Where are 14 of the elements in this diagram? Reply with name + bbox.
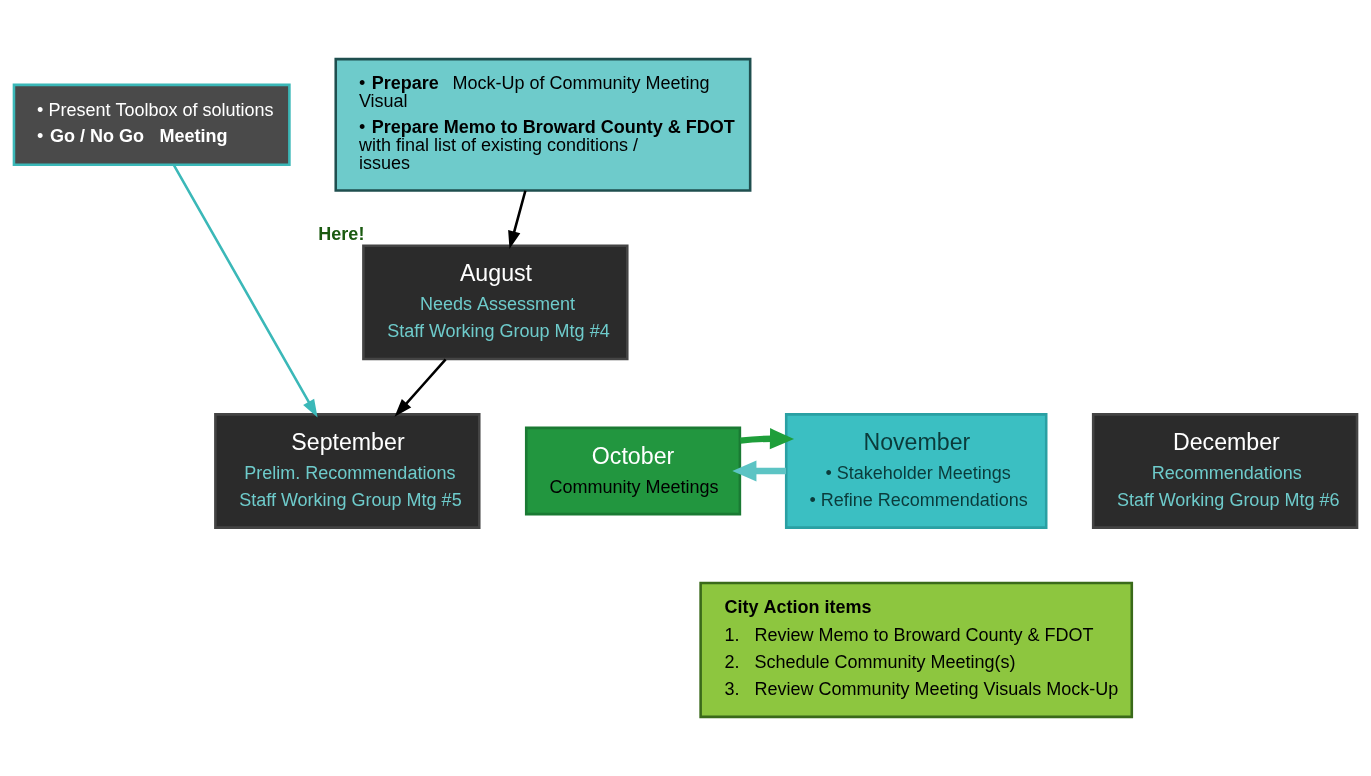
node-box: August Needs Assessment Staff Working Group Mtg #4 — [362, 244, 629, 361]
node-box: December Recommendations Staff Working Group Mtg #6 — [1091, 413, 1359, 529]
node-box: October Community Meetings — [524, 426, 742, 516]
node-box: November • Stakeholder Meetings • Refine Recommendations — [784, 413, 1048, 529]
node-box: City Action items 1. Review Memo to Broward County & FDOT 2. Schedule Community Meeting(s) 3. Review Community Meeting Visuals Mock-Up — [699, 581, 1134, 719]
arrow — [172, 164, 318, 418]
node-box: • Prepare Mock-Up of Community Meeting Visual • Prepare Memo to Broward County & FDOT with final list of existing conditions / issues — [334, 57, 752, 192]
arrow — [508, 190, 527, 250]
arrow — [732, 460, 786, 482]
arrow — [394, 358, 447, 417]
node-box: • Present Toolbox of solutions • Go / No Go Meeting — [12, 83, 291, 166]
node-label: Here! — [318, 223, 365, 244]
arrow — [740, 428, 795, 450]
node-box: September Prelim. Recommendations Staff Working Group Mtg #5 — [214, 413, 481, 529]
